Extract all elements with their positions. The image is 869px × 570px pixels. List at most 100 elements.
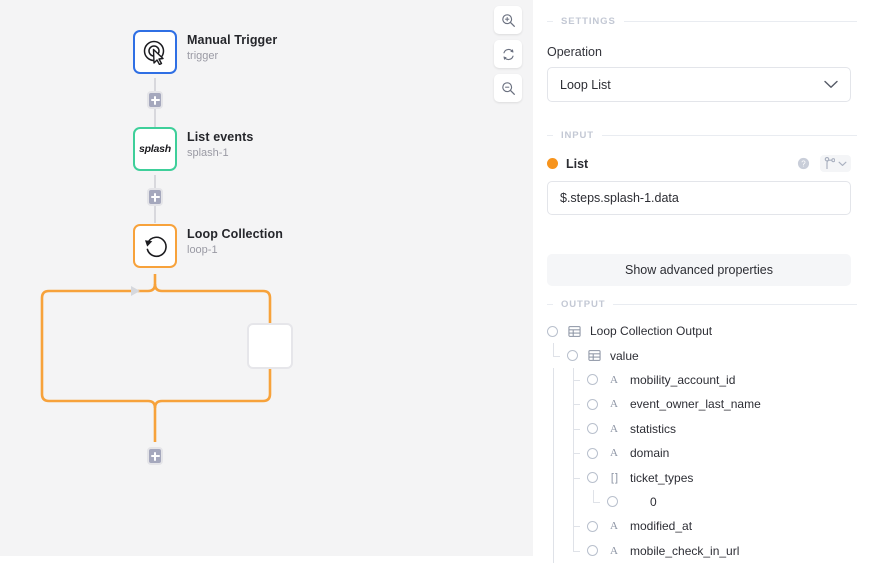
tree-guide-elbow (573, 367, 574, 380)
show-advanced-properties-label: Show advanced properties (624, 263, 773, 277)
tree-guide-elbow (573, 416, 574, 429)
input-section-header: INPUT (541, 130, 857, 141)
tree-type-icon (587, 349, 601, 362)
tree-type-icon: A (607, 398, 621, 410)
node-loop-body-placeholder[interactable] (247, 323, 293, 369)
magnifier-minus-icon (501, 81, 515, 95)
node-loop-collection[interactable] (133, 224, 177, 268)
tree-node-label: value (610, 348, 639, 363)
tree-expand-toggle[interactable] (547, 325, 558, 337)
magnifier-plus-icon (501, 13, 515, 27)
node-loop-collection-label: Loop Collection loop-1 (187, 227, 283, 257)
required-dot-icon (547, 158, 558, 169)
tree-guide-elbow (573, 465, 574, 478)
tree-guide-line (553, 514, 554, 539)
node-title: List events (187, 130, 254, 144)
tree-guide-elbow (573, 392, 574, 405)
tree-guide-elbow-h (573, 453, 580, 455)
tree-guide-line (553, 392, 554, 417)
tree-node-label: statistics (630, 421, 677, 436)
tree-node-label: domain (630, 446, 670, 461)
tree-type-icon: A (607, 447, 621, 459)
tree-guide-line (553, 538, 554, 563)
tree-expand-toggle[interactable] (587, 472, 598, 484)
tree-node-label: Loop Collection Output (590, 324, 713, 339)
table-type-icon (587, 350, 601, 361)
output-tree-row[interactable]: 0 (547, 489, 857, 515)
list-value-text: $.steps.splash-1.data (560, 191, 679, 205)
tree-node-label: modified_at (630, 519, 693, 534)
tree-expand-toggle[interactable] (587, 423, 598, 435)
tree-expand-toggle[interactable] (587, 520, 598, 532)
tree-guide-elbow-h (573, 404, 580, 406)
refresh-icon (502, 48, 514, 60)
tree-expand-toggle[interactable] (587, 447, 598, 459)
output-tree-row[interactable]: [ ] ticket_types (547, 465, 857, 490)
tree-node-label: mobility_account_id (630, 372, 736, 387)
add-step-after-trigger[interactable] (147, 91, 163, 109)
input-header-label: INPUT (561, 130, 594, 141)
tree-type-icon (567, 325, 581, 338)
tree-guides (547, 440, 587, 466)
tree-expand-toggle[interactable] (607, 496, 618, 508)
branch-variable-icon (824, 157, 835, 169)
tree-guide-line (553, 416, 554, 441)
show-advanced-properties-button[interactable]: Show advanced properties (547, 254, 851, 286)
tree-node-label: 0 (650, 494, 657, 509)
node-manual-trigger[interactable] (133, 30, 177, 74)
tree-expand-toggle[interactable] (587, 545, 598, 557)
tree-node-label: ticket_types (630, 470, 694, 485)
operation-select[interactable]: Loop List (547, 67, 851, 102)
plus-vertical-bar (153, 95, 157, 105)
zoom-reset-button[interactable] (494, 40, 522, 68)
add-step-after-loop[interactable] (147, 447, 163, 465)
tree-node-label: event_owner_last_name (630, 397, 761, 412)
tree-guides (547, 465, 587, 490)
add-step-after-list-events[interactable] (147, 188, 163, 206)
step-config-panel: SETTINGS Operation Loop List INPUT List (533, 0, 869, 570)
tree-guide-elbow-h (573, 526, 580, 528)
list-value-input[interactable]: $.steps.splash-1.data (547, 181, 851, 215)
tree-guide-line (573, 379, 574, 393)
tree-type-icon: A (607, 374, 621, 386)
zoom-in-button[interactable] (494, 6, 522, 34)
section-tick (547, 304, 553, 305)
output-tree-row[interactable]: value (547, 343, 857, 367)
expression-picker-button[interactable] (820, 155, 851, 172)
output-tree-row[interactable]: Loop Collection Output (547, 319, 857, 343)
node-subtitle: loop-1 (187, 244, 218, 256)
tree-guide-line (553, 489, 554, 515)
string-type-icon: A (610, 447, 618, 460)
help-icon[interactable]: ? (797, 157, 810, 170)
tree-expand-toggle[interactable] (587, 398, 598, 410)
string-type-icon: A (610, 544, 618, 557)
tree-guide-line (573, 428, 574, 441)
tree-guide-elbow-h (573, 428, 580, 430)
node-list-events[interactable]: splash (133, 127, 177, 171)
tree-guide-line (553, 465, 554, 490)
workflow-canvas[interactable]: Manual Trigger trigger splash List event… (0, 0, 533, 556)
tree-type-icon: A (607, 423, 621, 435)
tree-guide-line (553, 440, 554, 466)
array-type-icon: [ ] (610, 471, 618, 484)
list-field-label: List (566, 156, 589, 171)
string-type-icon: A (610, 520, 618, 533)
splash-logo: splash (138, 143, 172, 155)
tree-node-label: mobile_check_in_url (630, 543, 740, 558)
tree-expand-toggle[interactable] (587, 374, 598, 386)
tree-guides (547, 514, 587, 539)
zoom-out-button[interactable] (494, 74, 522, 102)
tree-type-icon: A (607, 545, 621, 557)
section-tick (547, 21, 553, 22)
svg-text:?: ? (801, 160, 806, 169)
tree-expand-toggle[interactable] (567, 350, 578, 362)
operation-selected-value: Loop List (560, 77, 611, 92)
